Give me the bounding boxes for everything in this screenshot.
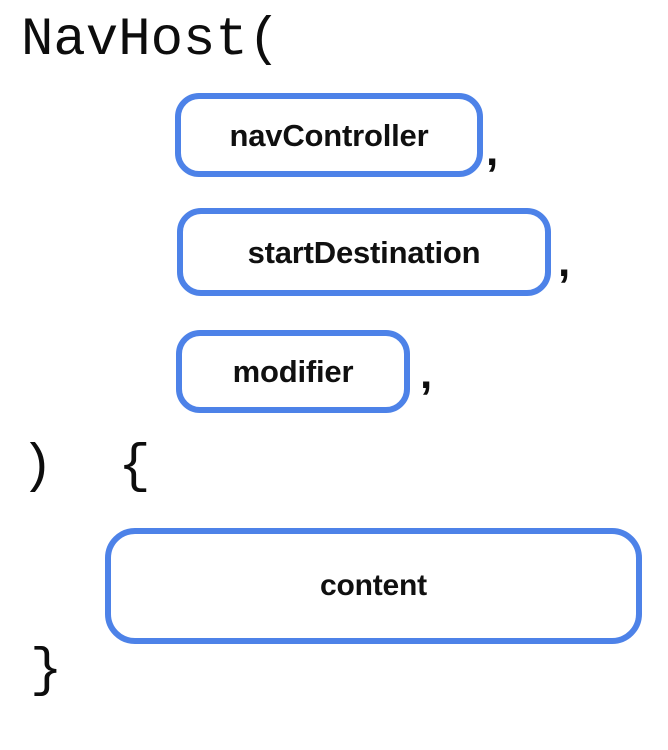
code-token-navhost-open: NavHost(	[21, 10, 281, 71]
parameter-pill-content[interactable]: content	[105, 528, 642, 644]
parameter-label-startdestination: startDestination	[247, 234, 481, 270]
parameter-pill-startdestination[interactable]: startDestination	[177, 208, 551, 296]
separator-comma-after-modifier: ,	[420, 349, 433, 398]
separator-comma-after-navcontroller: ,	[486, 126, 499, 175]
parameter-label-content: content	[320, 569, 427, 602]
parameter-pill-modifier[interactable]: modifier	[176, 330, 410, 413]
parameter-pill-navcontroller[interactable]: navController	[175, 93, 483, 177]
parameter-label-modifier: modifier	[232, 354, 354, 389]
separator-comma-after-startdestination: ,	[558, 237, 571, 286]
parameter-label-navcontroller: navController	[229, 117, 429, 153]
code-token-close-brace: }	[30, 641, 63, 702]
code-token-close-paren-open-brace: ) {	[21, 437, 151, 498]
